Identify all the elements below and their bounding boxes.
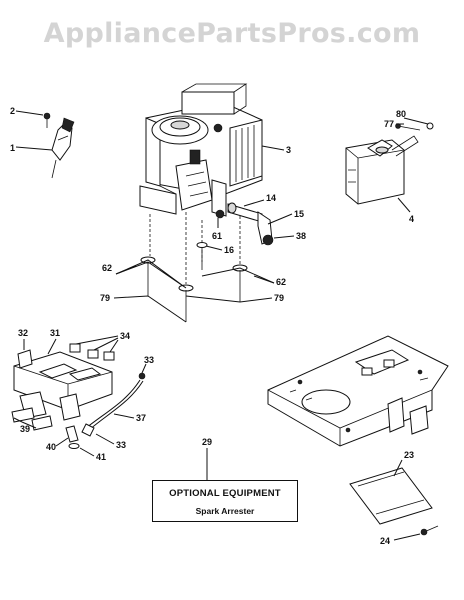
callout-41: 41 [96, 452, 106, 462]
leader-40 [55, 437, 69, 447]
mounting-hardware [113, 212, 275, 323]
callout-38: 38 [296, 231, 306, 241]
screw-2 [43, 112, 51, 128]
leader-1 [15, 146, 53, 151]
leader-24 [393, 533, 421, 541]
leader-15 [267, 213, 293, 225]
leader-31 [47, 338, 57, 355]
engine [139, 83, 263, 217]
callout-31: 31 [50, 328, 60, 338]
optional-equipment-title: OPTIONAL EQUIPMENT [169, 488, 281, 499]
leader-37 [113, 413, 135, 419]
leader-2 [15, 110, 44, 116]
callout-15: 15 [294, 209, 304, 219]
callout-61: 61 [212, 231, 222, 241]
leader-39 [13, 417, 37, 429]
callout-77: 77 [384, 119, 394, 129]
arrester-plate [349, 467, 433, 525]
muffler [345, 135, 419, 205]
battery-tray [11, 343, 115, 431]
screw-24 [420, 525, 439, 536]
callout-33-top: 33 [144, 355, 154, 365]
leader-3 [261, 145, 285, 151]
callout-4: 4 [409, 214, 414, 224]
leader-16 [205, 245, 223, 251]
callout-40: 40 [46, 442, 56, 452]
callout-14: 14 [266, 193, 276, 203]
callout-33-bottom: 33 [116, 440, 126, 450]
callout-62-left: 62 [102, 263, 112, 273]
exhaust-pipe [215, 202, 274, 246]
muffler-bolts [395, 122, 434, 131]
callout-32: 32 [18, 328, 28, 338]
callout-2: 2 [10, 106, 15, 116]
callout-23: 23 [404, 450, 414, 460]
callout-1: 1 [10, 143, 15, 153]
callout-79-right: 79 [274, 293, 284, 303]
spark-arrester-label: Spark Arrester [195, 506, 255, 516]
watermark-text: AppliancePartsPros.com [43, 18, 421, 49]
callout-62-right: 62 [276, 277, 286, 287]
callout-3: 3 [286, 145, 291, 155]
throttle-bracket [51, 117, 75, 179]
callout-34: 34 [120, 331, 130, 341]
callout-80: 80 [396, 109, 406, 119]
leader-4 [397, 197, 411, 213]
callout-29: 29 [202, 437, 212, 447]
leader-23 [393, 459, 403, 477]
leader-33b [95, 433, 115, 445]
leader-14 [243, 199, 265, 207]
leader-41 [79, 447, 95, 457]
leader-33a [141, 363, 147, 374]
battery-cable [65, 372, 146, 449]
leader-34 [75, 335, 119, 353]
callout-37: 37 [136, 413, 146, 423]
callout-16: 16 [224, 245, 234, 255]
callout-39: 39 [20, 424, 30, 434]
callout-24: 24 [380, 536, 390, 546]
callout-79-left: 79 [100, 293, 110, 303]
leader-80 [403, 117, 429, 125]
frame-plate [267, 335, 449, 447]
leader-38 [273, 235, 295, 239]
optional-equipment-box: OPTIONAL EQUIPMENT Spark Arrester [152, 480, 298, 522]
